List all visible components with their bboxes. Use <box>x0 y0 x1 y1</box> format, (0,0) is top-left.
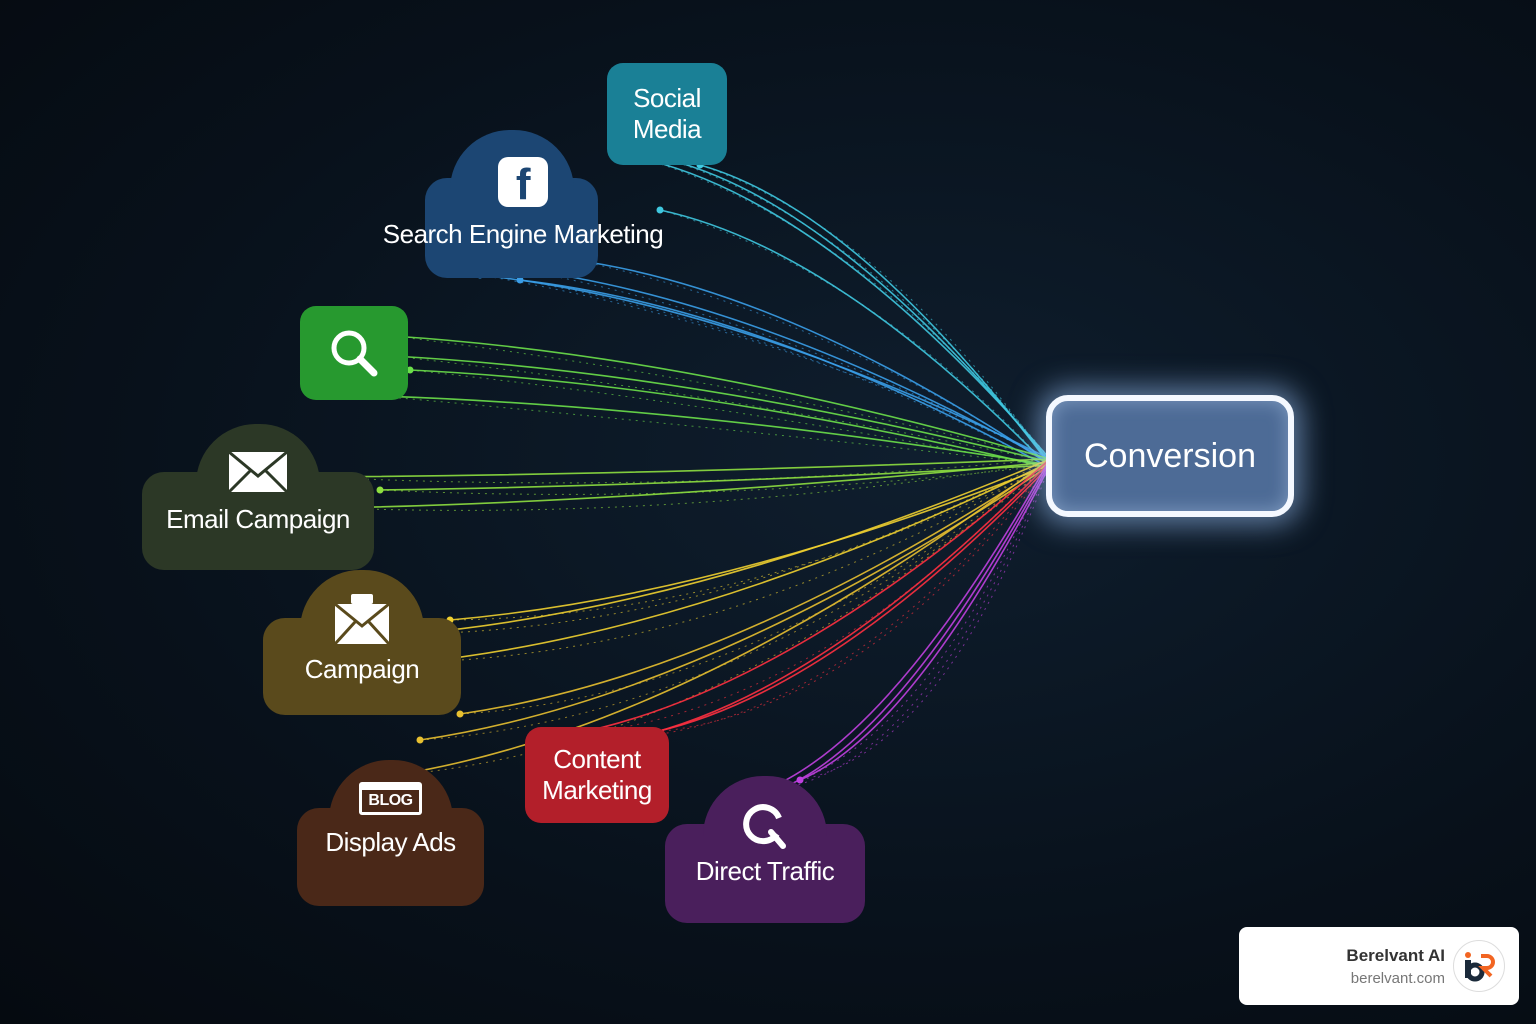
connection-dot <box>376 486 384 494</box>
connection-line <box>567 458 1051 736</box>
node-search-engine-marketing-content: f Search Engine Marketing <box>375 148 671 258</box>
magnifier-icon <box>331 330 378 377</box>
connection-line <box>411 458 1051 635</box>
conversion-label: Conversion <box>1084 436 1256 475</box>
connection-line <box>631 461 1051 739</box>
envelope-icon <box>227 450 289 494</box>
node-email-campaign: Email Campaign <box>142 450 374 570</box>
connection-line <box>379 464 1051 491</box>
connection-line <box>419 464 1051 741</box>
connection-line <box>479 274 1051 460</box>
connection-line <box>654 464 1051 733</box>
connection-line <box>699 164 1051 466</box>
connection-line <box>574 259 1051 466</box>
node-label-line: Social <box>633 83 701 113</box>
search-refresh-icon <box>743 804 786 849</box>
connection-line <box>759 458 1051 793</box>
facebook-icon: f <box>498 156 548 209</box>
connection-line <box>409 369 1051 469</box>
connection-line <box>395 458 1051 776</box>
connection-line <box>334 461 1051 509</box>
node-display-ads: BLOG Display Ads <box>297 782 484 906</box>
connection-dot <box>516 276 524 284</box>
connection-line <box>659 209 1051 469</box>
brand-badge[interactable]: Berelvant AI berelvant.com <box>1239 927 1519 1005</box>
connection-line <box>669 159 1051 463</box>
node-label: Display Ads <box>325 827 456 857</box>
node-label: Email Campaign <box>166 504 350 534</box>
node-search <box>300 306 408 400</box>
brand-logo <box>1453 940 1505 992</box>
connection-line <box>647 159 1051 460</box>
connection-dot <box>656 206 664 214</box>
connection-line <box>449 464 1051 621</box>
node-label-line: Media <box>632 114 702 144</box>
connection-line <box>511 267 1051 463</box>
conversion-node: Conversion <box>1046 395 1294 517</box>
connection-line <box>391 355 1051 463</box>
brand-name: Berelvant AI <box>1346 945 1445 965</box>
connection-line <box>395 458 1051 776</box>
connection-line <box>654 464 1051 733</box>
node-campaign: Campaign <box>263 594 461 715</box>
node-label: Direct Traffic <box>695 856 835 886</box>
node-direct-traffic: Direct Traffic <box>665 804 865 923</box>
connection-line <box>391 335 1051 460</box>
connection-dot <box>416 736 424 744</box>
envelope-icon <box>333 594 391 646</box>
connection-line <box>574 259 1051 466</box>
connection-line <box>449 464 1051 621</box>
connection-line <box>459 461 1051 715</box>
connection-line <box>777 461 1051 791</box>
connection-dot <box>456 710 464 718</box>
connection-line <box>511 267 1051 463</box>
node-content-marketing: Content Marketing <box>525 727 669 823</box>
connection-line <box>419 461 1051 663</box>
brand-url[interactable]: berelvant.com <box>1350 969 1445 987</box>
connection-line <box>377 395 1051 466</box>
connection-line <box>759 458 1051 793</box>
connection-line <box>317 458 1051 478</box>
connection-line <box>391 335 1051 460</box>
node-social-media: Social Media <box>607 63 727 165</box>
connection-line <box>411 458 1051 635</box>
connection-dot <box>796 776 804 784</box>
connection-line <box>659 209 1051 469</box>
connection-line <box>699 164 1051 466</box>
connection-line <box>519 279 1051 469</box>
connection-line <box>669 159 1051 463</box>
connection-line <box>777 461 1051 791</box>
node-label: Search Engine Marketing <box>382 218 664 249</box>
node-label-line: Content <box>553 744 641 774</box>
connection-line <box>647 159 1051 460</box>
node-label-line: Marketing <box>542 775 652 805</box>
connection-line <box>519 279 1051 469</box>
node-label: Campaign <box>304 654 420 684</box>
connection-dot <box>406 366 414 374</box>
connection-line <box>799 464 1051 781</box>
connection-line <box>391 355 1051 463</box>
connection-line <box>409 369 1051 469</box>
connection-line <box>419 461 1051 663</box>
blog-icon: BLOG <box>359 782 422 815</box>
connection-line <box>379 464 1051 495</box>
